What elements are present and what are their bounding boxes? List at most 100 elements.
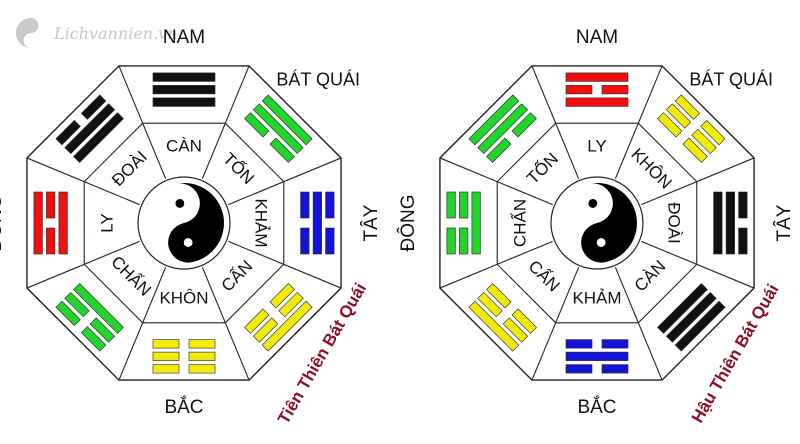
broken-line	[244, 308, 270, 334]
broken-line	[188, 364, 216, 374]
trigram-sector: KHÔN	[152, 288, 216, 374]
broken-line	[477, 291, 503, 318]
solid-line	[471, 191, 481, 255]
broken-line	[152, 351, 180, 361]
broken-line	[601, 364, 629, 374]
trigram-name: LY	[97, 213, 116, 233]
broken-line	[674, 94, 701, 120]
solid-line	[64, 103, 116, 155]
sector-divider	[531, 65, 580, 179]
broken-line	[565, 339, 593, 349]
sector-divider	[614, 267, 663, 381]
broken-line	[244, 112, 270, 138]
trigram-sector: KHẢM	[565, 288, 629, 374]
solid-line	[725, 191, 735, 255]
broken-line	[738, 227, 748, 255]
logo-text: Lichvannien.vn	[53, 24, 178, 43]
trigram-symbol	[300, 191, 335, 255]
trigram-name: ĐOÀI	[665, 202, 684, 244]
solid-line	[152, 72, 216, 82]
broken-line	[486, 283, 512, 309]
broken-line	[152, 339, 180, 349]
solid-line	[261, 94, 313, 146]
direction-top: NAM	[163, 27, 205, 48]
direction-corner: BÁT QUÁI	[689, 70, 773, 90]
trigram-symbol	[657, 94, 726, 163]
trigram-name: KHẢM	[572, 288, 621, 307]
solid-line	[468, 300, 520, 352]
trigram-name: CÀN	[166, 136, 202, 155]
broken-line	[80, 326, 107, 352]
trigram-name: KHÔN	[159, 288, 208, 307]
broken-line	[665, 103, 692, 129]
trigram-symbol	[468, 94, 537, 163]
broken-line	[446, 191, 456, 219]
solid-line	[657, 283, 708, 334]
broken-line	[269, 283, 295, 309]
broken-line	[657, 112, 683, 138]
solid-line	[73, 112, 124, 163]
broken-line	[152, 364, 180, 374]
trigram-name: LY	[587, 136, 607, 155]
broken-line	[55, 300, 81, 327]
broken-line	[46, 191, 56, 219]
trigram-symbol	[657, 283, 726, 352]
trigram-symbol	[468, 283, 537, 352]
sector-divider	[531, 267, 580, 381]
trigram-symbol	[33, 191, 68, 255]
broken-line	[565, 85, 593, 95]
trigram-symbol	[244, 283, 313, 352]
trigram-sector: CÀN	[631, 257, 726, 352]
sector-divider	[614, 65, 663, 179]
broken-line	[269, 137, 295, 163]
solid-line	[58, 191, 68, 255]
sector-divider	[228, 240, 342, 289]
sector-divider	[201, 267, 250, 381]
broken-line	[682, 137, 708, 163]
trigram-sector: ĐOÀI	[665, 191, 748, 255]
broken-line	[46, 227, 56, 255]
direction-top: NAM	[576, 27, 618, 48]
trigram-symbol	[55, 94, 124, 163]
broken-line	[459, 191, 469, 219]
solid-line	[468, 94, 520, 146]
direction-bottom: BẮC	[164, 396, 203, 418]
solid-line	[152, 85, 216, 95]
direction-corner: BÁT QUÁI	[276, 70, 360, 90]
yin-yang-icon	[581, 183, 637, 263]
direction-right: TÂY	[773, 204, 795, 241]
broken-line	[252, 317, 279, 343]
solid-line	[261, 300, 313, 352]
direction-left: ĐÔNG	[397, 195, 419, 252]
broken-line	[188, 351, 216, 361]
broken-line	[486, 137, 512, 163]
sector-divider	[26, 240, 140, 289]
solid-line	[674, 300, 726, 352]
trigram-symbol	[55, 283, 124, 352]
solid-line	[565, 351, 629, 361]
solid-line	[152, 97, 216, 107]
broken-line	[300, 191, 310, 219]
solid-line	[713, 191, 723, 255]
broken-line	[80, 94, 107, 120]
broken-line	[601, 339, 629, 349]
solid-line	[73, 283, 124, 334]
solid-line	[33, 191, 43, 255]
sector-divider	[439, 157, 553, 206]
broken-line	[300, 227, 310, 255]
broken-line	[89, 317, 116, 343]
broken-line	[738, 191, 748, 219]
sector-divider	[228, 157, 342, 206]
direction-left: ĐÔNG	[0, 195, 6, 252]
sector-divider	[118, 65, 167, 179]
broken-line	[502, 317, 529, 343]
solid-line	[565, 97, 629, 107]
direction-right: TÂY	[360, 204, 382, 241]
sector-divider	[118, 267, 167, 381]
trigram-sector: CÀN	[152, 72, 216, 155]
yin-yang-icon	[168, 183, 224, 263]
